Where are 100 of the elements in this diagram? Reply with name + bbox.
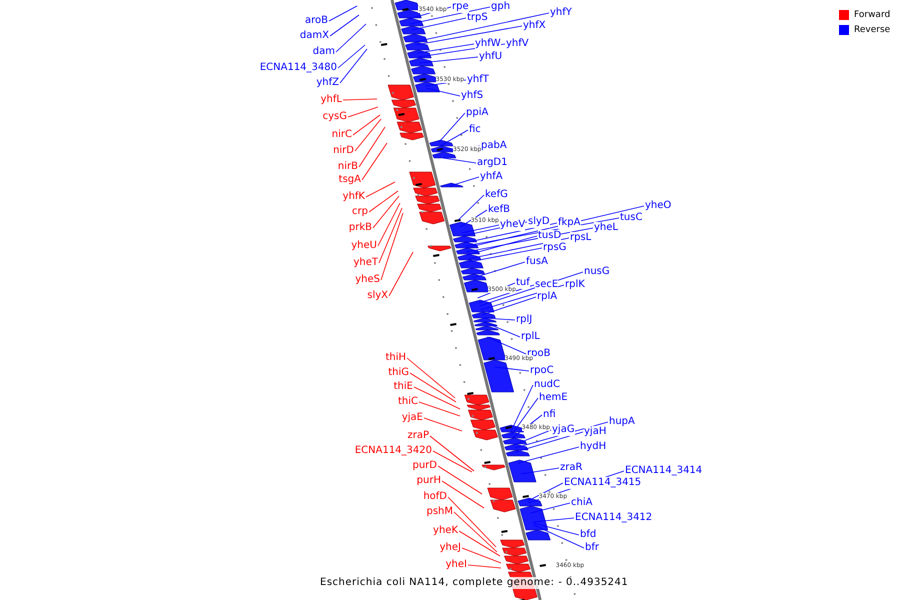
gene-label: secE xyxy=(535,279,558,291)
leader-line xyxy=(448,496,496,548)
leader-line xyxy=(328,6,358,22)
leader-line xyxy=(380,212,404,280)
leader-line xyxy=(414,386,460,410)
leader-line xyxy=(479,272,584,306)
gene-label: ECNA114_3480 xyxy=(260,62,337,74)
leader-line xyxy=(378,202,400,246)
leader-line xyxy=(338,44,366,68)
leader-line xyxy=(530,502,570,514)
leader-line xyxy=(425,88,460,96)
leader-line xyxy=(527,482,564,502)
leader-line xyxy=(442,480,484,508)
leader-line xyxy=(414,26,522,46)
leader-line xyxy=(480,284,564,310)
leader-line xyxy=(483,322,520,338)
gene-label: yheK xyxy=(433,525,458,537)
gene-label: hydH xyxy=(580,441,606,453)
leader-line xyxy=(466,236,538,256)
gene-label: yjaE xyxy=(402,412,423,424)
leader-line xyxy=(432,450,472,472)
gene-label: rplL xyxy=(521,331,540,343)
gene-label: tusD xyxy=(538,230,562,242)
leader-line xyxy=(532,518,574,522)
leader-line xyxy=(466,228,594,252)
gene-label: yhfX xyxy=(523,20,546,32)
leader-line xyxy=(472,262,526,278)
leader-line xyxy=(418,402,460,416)
gene-label: yhfS xyxy=(461,90,484,102)
leader-line xyxy=(460,210,488,228)
gene-label: rplJ xyxy=(516,314,532,326)
gene-label: gph xyxy=(491,1,510,13)
gene-label: yheT xyxy=(353,257,378,269)
gene-label: rplA xyxy=(537,291,558,303)
gene-label: yhfY xyxy=(550,7,572,19)
gene-label: rpsG xyxy=(543,242,566,254)
leader-line xyxy=(414,12,550,42)
gene-label: yheV xyxy=(500,219,526,231)
leader-line xyxy=(464,222,558,244)
leader-line xyxy=(410,372,456,402)
gene-label: crp xyxy=(352,206,368,218)
gene-label: ECNA114_3415 xyxy=(564,477,642,489)
leader-line xyxy=(438,112,466,142)
gene-label: purH xyxy=(416,475,441,487)
leader-line xyxy=(354,118,382,152)
leader-line xyxy=(454,512,498,552)
gene-label: yjaG xyxy=(552,424,575,436)
gene-label: prkB xyxy=(348,222,372,234)
leader-line xyxy=(532,522,580,536)
leader-line xyxy=(342,98,378,100)
leader-line xyxy=(478,284,534,304)
gene-label: yhfW xyxy=(475,38,501,50)
gene-label: rpoC xyxy=(530,365,554,377)
leader-line xyxy=(442,158,476,164)
gene-label: yheU xyxy=(351,240,377,252)
leader-line xyxy=(511,398,538,436)
leader-line xyxy=(481,296,536,316)
gene-label: yheI xyxy=(446,559,467,571)
gene-label: trpS xyxy=(467,12,488,24)
gene-label: ECNA114_3412 xyxy=(575,512,652,524)
leader-line xyxy=(410,6,490,24)
gene-label: purD xyxy=(412,460,437,472)
gene-label: ppiA xyxy=(466,107,488,119)
gene-label: yhfT xyxy=(467,74,489,86)
gene-label: yhfU xyxy=(479,51,502,63)
leader-line xyxy=(440,130,468,146)
leader-line xyxy=(461,224,500,234)
leader-line xyxy=(416,44,474,54)
leader-line xyxy=(438,466,482,494)
gene-label: yheO xyxy=(645,200,672,212)
gene-label: yjaH xyxy=(584,426,606,438)
leader-line xyxy=(468,564,502,568)
leader-line xyxy=(510,384,534,432)
gene-label: yhfZ xyxy=(316,77,339,89)
leader-line xyxy=(424,418,462,432)
leader-line xyxy=(388,252,414,296)
gene-label: yheS xyxy=(355,274,380,286)
leader-line xyxy=(340,48,368,84)
gene-label: argD1 xyxy=(477,157,508,169)
leader-line xyxy=(514,430,552,446)
leader-line xyxy=(520,468,560,474)
gene-label: yheJ xyxy=(440,542,461,554)
leader-line xyxy=(458,194,484,220)
gene-label: tuf xyxy=(516,277,530,289)
gene-label: fkpA xyxy=(558,217,580,229)
caption: Escherichia coli NA114, complete genome: - 0..4935241 xyxy=(320,577,628,589)
leader-line xyxy=(358,126,386,168)
gene-label: rplK xyxy=(565,279,585,291)
leader-line xyxy=(464,218,620,246)
leader-line xyxy=(362,142,388,180)
gene-label: ECNA114_3414 xyxy=(625,465,702,477)
leader-line xyxy=(336,24,366,52)
leader-line xyxy=(515,432,584,452)
gene-label: yhfK xyxy=(342,191,365,203)
leader-line xyxy=(366,182,396,198)
leader-line xyxy=(372,196,400,228)
leader-line xyxy=(486,336,526,354)
gene-label: rpsL xyxy=(570,232,592,244)
leader-line xyxy=(352,114,380,136)
leader-line xyxy=(450,176,480,186)
